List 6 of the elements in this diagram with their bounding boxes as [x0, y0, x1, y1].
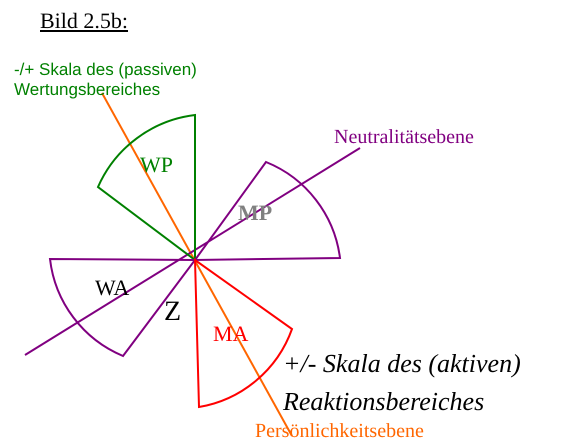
axis-label: Z [164, 296, 182, 328]
axis-label: -/+ Skala des (passiven) Wertungsbereiches [14, 60, 198, 101]
axis-label: Neutralitätsebene [334, 126, 474, 149]
sector-label: WA [95, 275, 130, 301]
figure-title: Bild 2.5b: [40, 8, 128, 34]
axis-label: +/- Skala des (aktiven) Reaktionsbereiches [283, 348, 522, 418]
